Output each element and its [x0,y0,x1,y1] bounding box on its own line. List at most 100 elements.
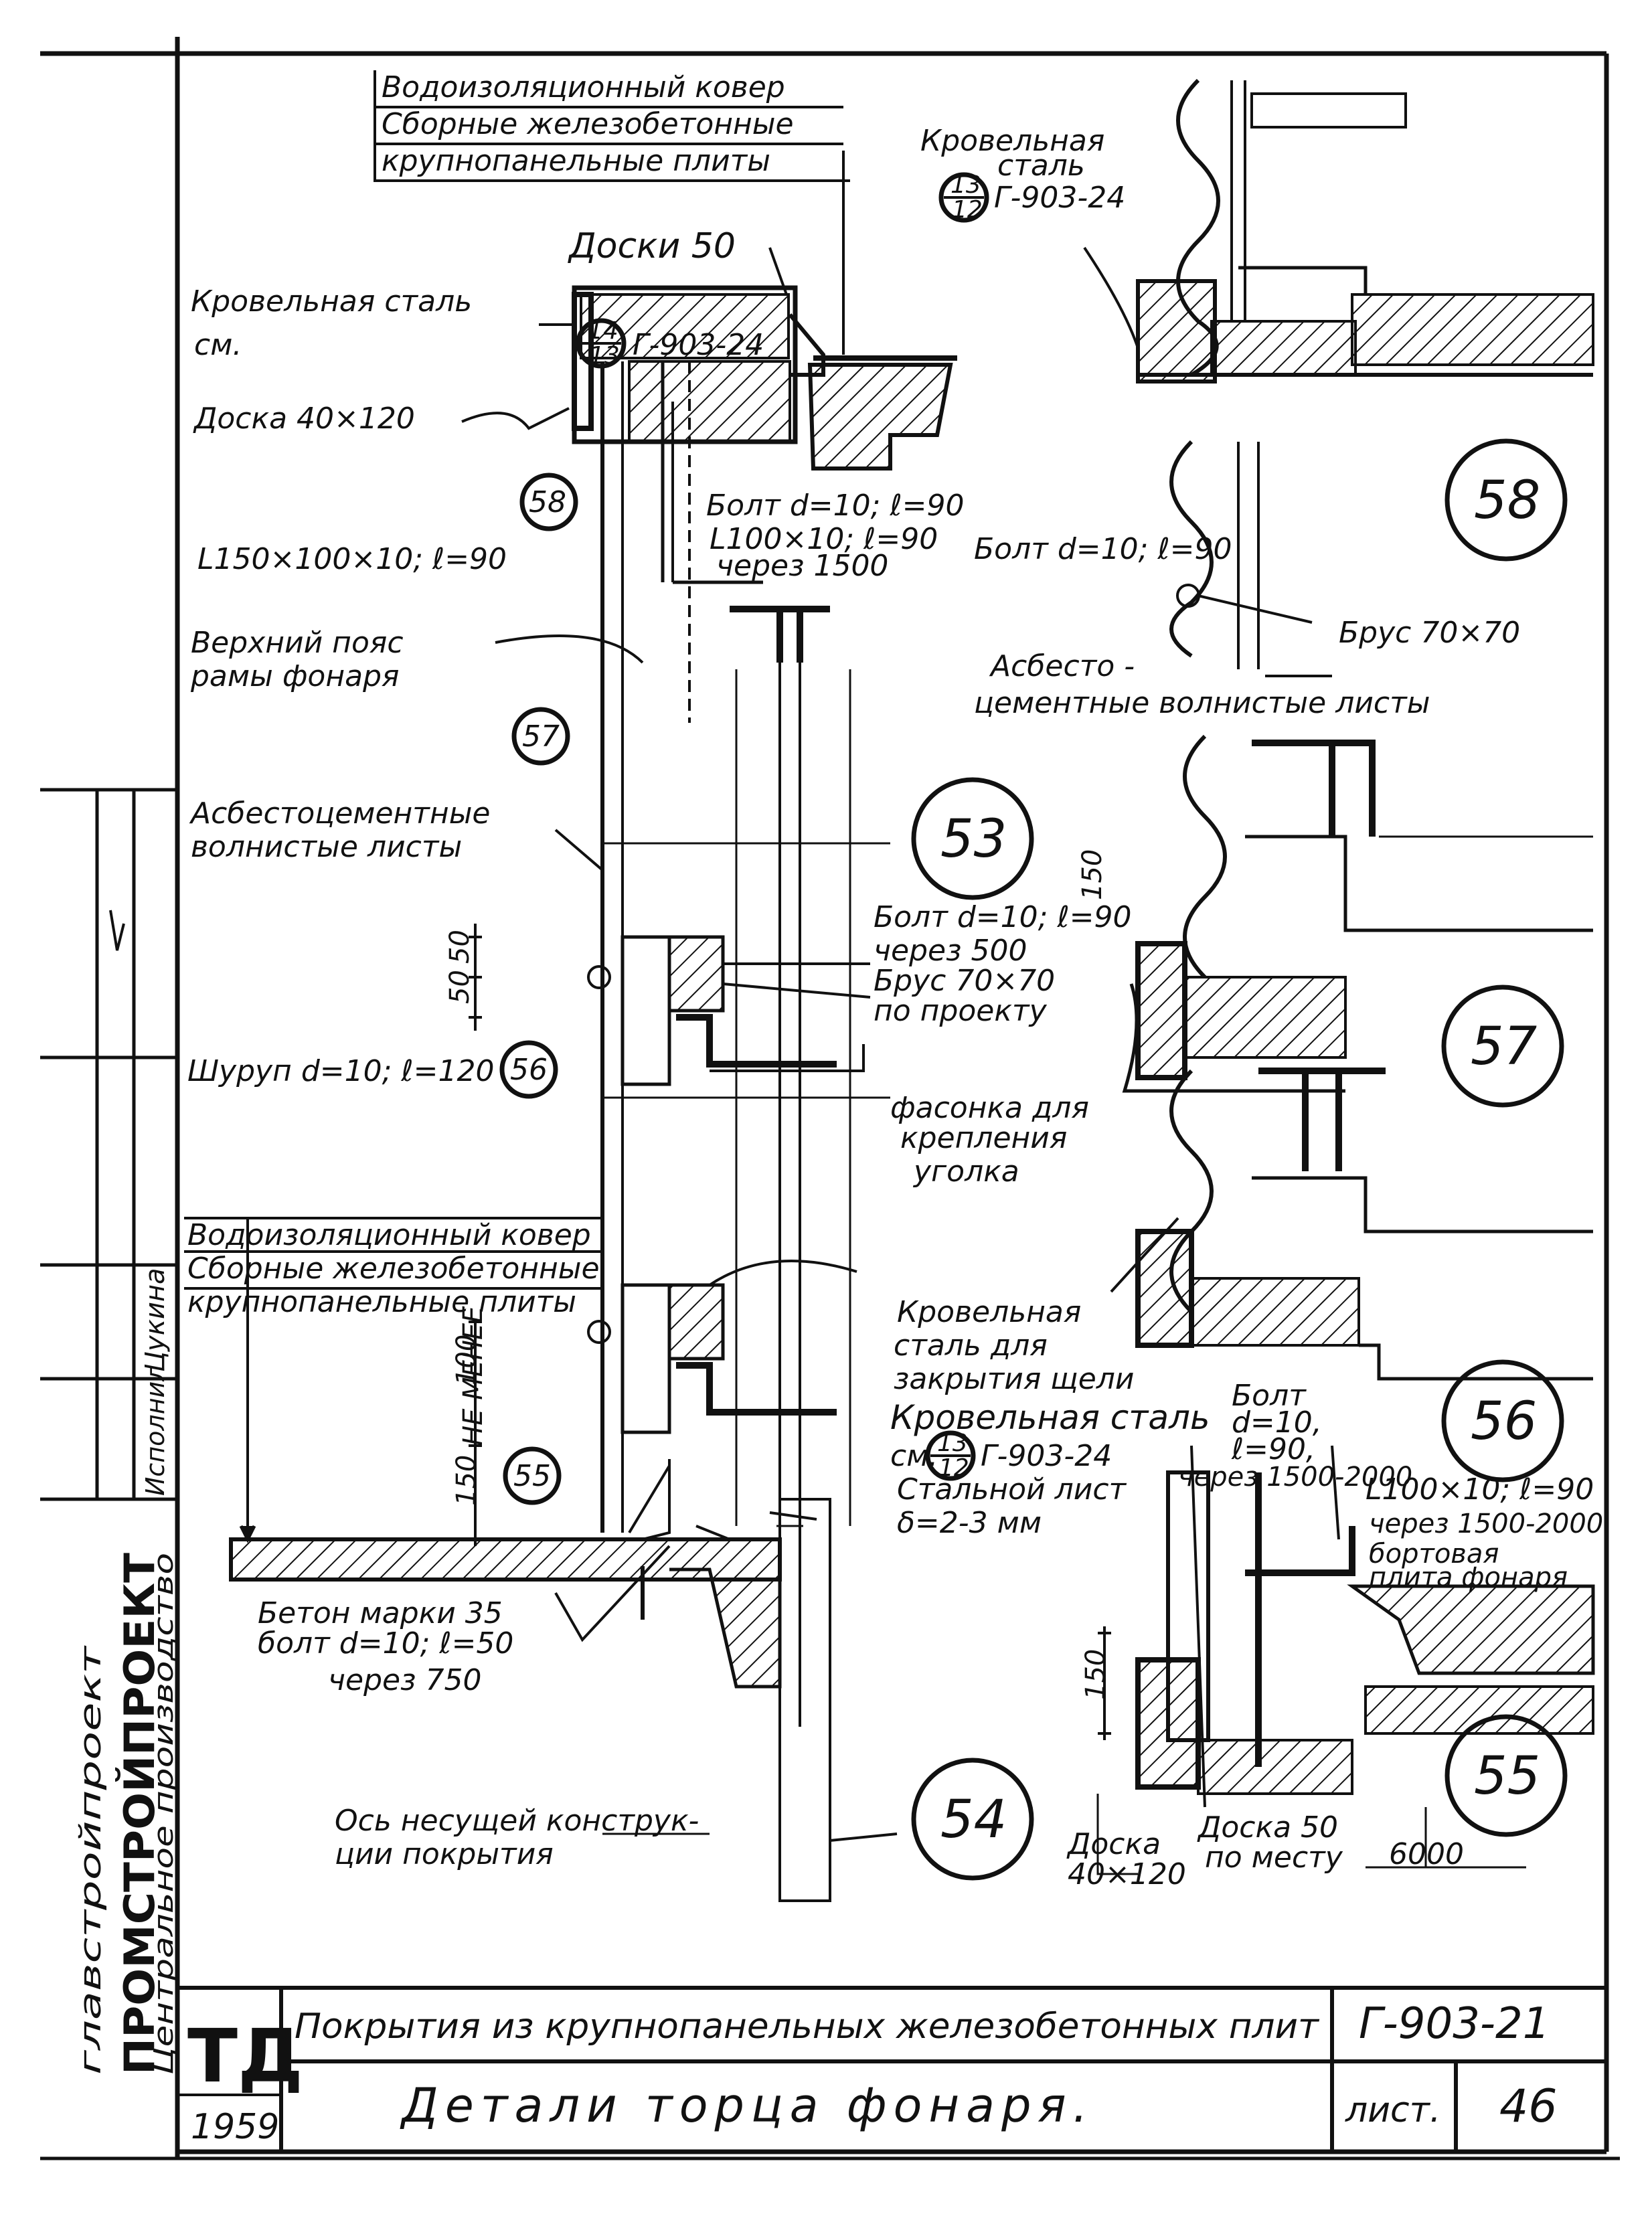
lbl-sm: см. [194,328,242,362]
lbl-ref-bot-code: Г-903-24 [981,1439,1112,1473]
ref-14-13-den: 13 [589,342,620,369]
callout-55-small: 55 [513,1459,551,1493]
lbl-cherez-1500: через 1500 [716,549,888,583]
lbl-fasonka-1: фасонка для [890,1091,1089,1125]
right-details [1083,78,1595,1875]
callout-57-small: 57 [522,719,560,754]
callout-57: 57 [1471,1017,1537,1077]
lbl-verkh-poyas-2: рамы фонаря [190,659,399,693]
lbl-bortovaya-1: бортовая [1369,1539,1499,1569]
side-stamp [40,788,177,1501]
lbl-dim-50b: 50 [444,970,475,1004]
lbl-dim-150-55r: 150 [1080,1649,1111,1700]
ref-bot-den: 12 [938,1454,969,1482]
lbl-bolt-500-1: Болт d=10; ℓ=90 [874,900,1131,934]
lbl-stalnoy-list-1: Стальной лист [897,1472,1127,1507]
lbl-ref-left-code: Г-903-24 [633,328,764,362]
lbl-angle-150: L150×100×10; ℓ=90 [197,542,507,576]
lbl-krovel-schel-1: Кровельная [897,1295,1081,1329]
callout-56-small: 56 [510,1053,548,1087]
labels: Водоизоляционный ковер Сборные железобет… [187,70,1603,1891]
lbl-shurup: Шуруп d=10; ℓ=120 [187,1054,494,1088]
side-ispolnil: Исполнил [141,1365,170,1496]
lbl-asbesto-right-2: цементные волнистые листы [974,686,1430,720]
lbl-dim-6000: 6000 [1389,1837,1464,1871]
lbl-doska-bot-1: Доска [1066,1827,1161,1861]
lbl-bolt-56-3: ℓ=90, [1231,1432,1315,1466]
lbl-brus-mid: Брус 70×70 [874,964,1055,998]
ref-14-13-num: 14 [588,317,618,345]
lbl-krupno-top: крупнопанельные плиты [382,144,770,178]
lbl-beton-3: через 750 [328,1663,481,1697]
callout-53: 53 [940,809,1007,869]
lbl-beton-1: Бетон марки 35 [258,1596,503,1630]
lbl-vodoizol-top: Водоизоляционный ковер [382,70,785,104]
title-code: Г-903-21 [1359,1999,1550,2049]
lbl-sborn-bot: Сборные железобетонные [187,1252,600,1286]
lbl-bolt-500-2: через 500 [874,934,1027,968]
callout-58: 58 [1474,471,1540,531]
lbl-ne-menee: НЕ МЕНЕЕ [458,1306,489,1446]
side-org-main: ПРОМСТРОЙПРОЕКТ [115,1553,164,2075]
lbl-asbesto-left-1: Асбестоцементные [189,796,491,831]
lbl-os-1: Ось несущей конструк- [335,1804,699,1838]
lbl-brus-right: Брус 70×70 [1339,616,1520,650]
lbl-dim-150-55: 150 [451,1455,482,1506]
side-name: Цукина [140,1268,171,1372]
lbl-krovel-stal-left: Кровельная сталь [191,284,472,319]
side-org-top: главстройпроект [74,1645,108,2075]
lbl-ref-top-right-code: Г-903-24 [994,181,1125,215]
ref-13-12-num: 13 [951,171,981,199]
lbl-angle-100: L100×10; ℓ=90 [710,522,938,556]
title-block [177,1986,1606,2152]
lbl-sborn-top: Сборные железобетонные [382,107,794,141]
lbl-fasonka-3: уголка [912,1155,1019,1189]
callout-55: 55 [1474,1746,1540,1806]
lbl-vodoizol-bot: Водоизоляционный ковер [187,1218,591,1252]
lbl-doska-bot-2: 40×120 [1068,1857,1186,1891]
title-subject: Покрытия из крупнопанельных железобетонн… [295,2007,1320,2047]
lbl-doska50-1: Доска 50 [1197,1810,1338,1845]
lbl-po-proektu: по проекту [874,994,1048,1028]
lbl-angle-2000-1: L100×10; ℓ=90 [1366,1472,1594,1507]
lbl-sm-bot: см. [890,1439,938,1473]
callout-58-small: 58 [529,485,566,519]
lbl-krovel-stal-bot: Кровельная сталь [890,1398,1210,1437]
callout-circles [499,172,1568,1881]
main-section [184,70,957,1902]
lbl-bolt-58: Болт d=10; ℓ=90 [706,489,964,523]
lbl-doska50-2: по месту [1205,1841,1343,1875]
lbl-fasonka-2: крепления [900,1121,1067,1155]
lbl-dim-100: 100 [451,1335,482,1385]
lbl-krupno-bot: крупнопанельные плиты [187,1285,576,1319]
lbl-bortovaya-2: плита фонаря [1369,1562,1568,1593]
lbl-stal-top-right: сталь [997,149,1085,183]
lbl-krovel-schel-2: сталь для [894,1329,1048,1363]
title-year: 1959 [191,2107,279,2147]
side-org-sub: Центральное производство [149,1553,179,2075]
title-sheet-label: лист. [1345,2090,1440,2130]
title-sheet-no: 46 [1499,2080,1558,2133]
ref-bot-num: 13 [937,1430,968,1457]
lbl-bolt-56-1: Болт [1232,1379,1307,1413]
lbl-krovel-top-right: Кровельная [920,124,1104,158]
lbl-beton-2: болт d=10; ℓ=50 [258,1626,513,1660]
lbl-krovel-schel-3: закрытия щели [894,1362,1135,1396]
lbl-asbesto-right-1: Асбесто - [989,649,1135,683]
callout-56: 56 [1471,1391,1537,1452]
lbl-asbesto-left-2: волнистые листы [191,830,462,864]
lbl-stalnoy-list-2: δ=2-3 мм [897,1506,1042,1540]
lbl-doska-40x120: Доска 40×120 [193,402,415,436]
sheet-frame [40,37,1620,2160]
lbl-dim-50a: 50 [444,930,475,964]
lbl-bolt-56-4: через 1500-2000 [1178,1462,1412,1493]
lbl-os-2: ции покрытия [335,1837,554,1871]
ref-13-12-den: 12 [952,196,983,224]
td-logo: ТД [187,2013,303,2099]
lbl-dim-150-57: 150 [1077,849,1108,900]
lbl-verkh-poyas-1: Верхний пояс [191,626,404,660]
lbl-doski50: Доски 50 [568,226,736,266]
title-detail: Детали торца фонаря. [400,2078,1094,2133]
lbl-angle-2000-2: через 1500-2000 [1369,1509,1603,1539]
